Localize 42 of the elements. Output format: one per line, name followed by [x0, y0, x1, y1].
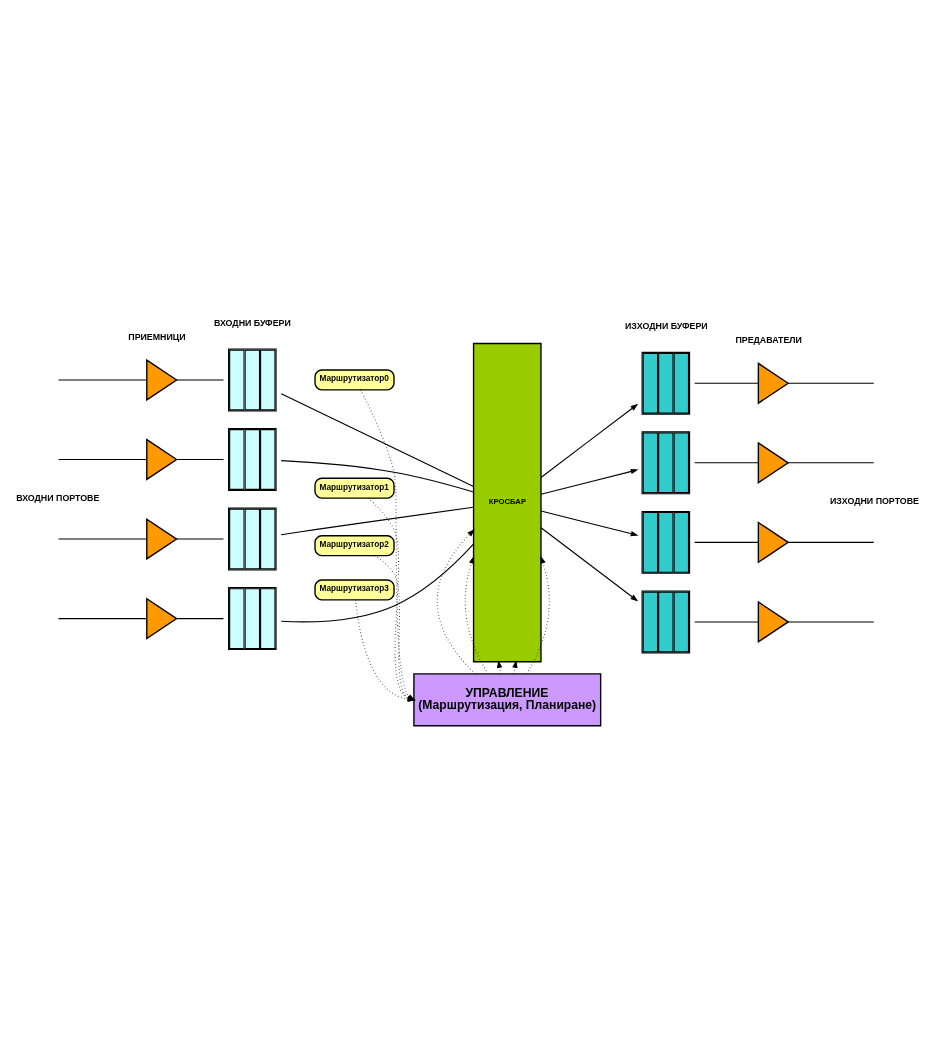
node-triangle	[145, 438, 178, 481]
node-triangle	[757, 362, 789, 405]
label: ВХОДНИ ПОРТОВЕ	[15, 492, 99, 503]
node-box: УПРАВЛЕНИЕ (Маршрутизация, Планиране)	[412, 673, 601, 727]
node-triangle	[757, 441, 789, 484]
connector	[175, 538, 224, 540]
label: ПРЕДАВАТЕЛИ	[734, 334, 802, 345]
arrow	[464, 555, 489, 675]
connector	[57, 538, 147, 540]
connector	[57, 458, 147, 461]
node-triangle	[757, 521, 789, 564]
arrow	[525, 555, 550, 675]
connector	[175, 379, 224, 381]
connector	[57, 618, 147, 620]
label: ИЗХОДНИ БУФЕРИ	[624, 321, 708, 332]
node-triangle	[145, 358, 178, 402]
label: ПРИЕМНИЦИ	[127, 331, 186, 342]
connector	[280, 393, 474, 488]
connector	[787, 462, 874, 464]
connector	[175, 618, 224, 620]
connector	[787, 541, 874, 543]
connector	[57, 379, 147, 381]
label: ИЗХОДНИ ПОРТОВЕ	[829, 496, 919, 507]
connector	[280, 543, 474, 623]
arrow	[540, 510, 638, 537]
connector	[693, 541, 759, 543]
label: ВХОДНИ БУФЕРИ	[213, 317, 291, 328]
connector	[693, 621, 759, 623]
connector	[787, 621, 874, 623]
arrow	[540, 403, 638, 478]
connector	[787, 382, 874, 384]
node-triangle	[757, 600, 789, 644]
connector	[693, 462, 759, 464]
connector	[693, 382, 759, 384]
connector	[280, 460, 474, 493]
arrow	[540, 468, 638, 495]
node-triangle	[145, 597, 178, 640]
node-triangle	[145, 517, 178, 561]
arrow	[540, 527, 638, 602]
connector	[175, 458, 224, 461]
connector	[280, 506, 474, 536]
arrow	[436, 529, 476, 675]
